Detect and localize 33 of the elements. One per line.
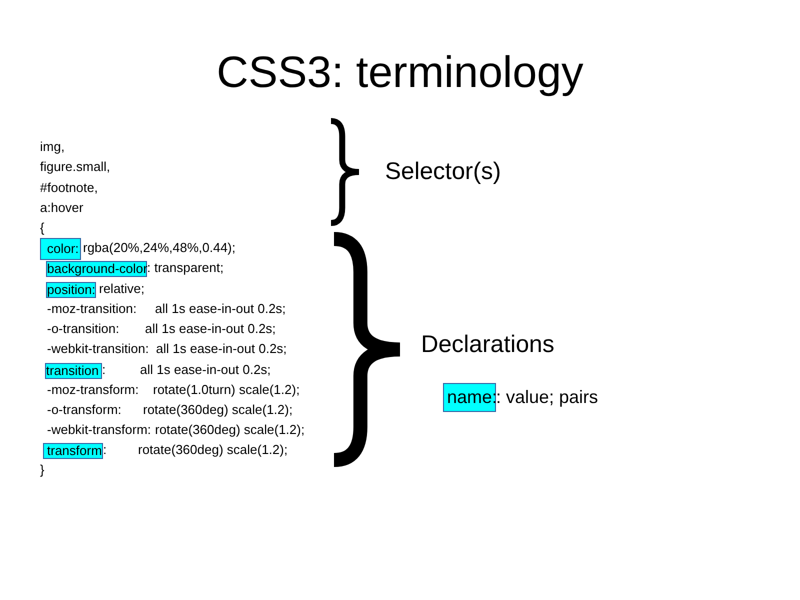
slide-title: CSS3: terminology — [216, 47, 584, 99]
code-line: all 1s ease-in-out 0.2s; — [140, 361, 271, 379]
code-line: a:hover — [40, 199, 84, 217]
highlighted-property: transition — [45, 363, 102, 379]
code-line: : — [103, 441, 107, 459]
highlighted-property: color: — [40, 238, 81, 260]
code-line: figure.small, — [40, 158, 110, 176]
highlighted-property: position: — [46, 282, 96, 298]
highlighted-property: transform — [43, 443, 103, 459]
code-line: -o-transform: — [47, 401, 122, 419]
code-line: -webkit-transition: — [47, 340, 149, 358]
code-line: all 1s ease-in-out 0.2s; — [156, 340, 287, 358]
code-line: rotate(360deg) scale(1.2); — [155, 421, 305, 439]
code-line: #footnote, — [40, 179, 98, 197]
code-line: } — [40, 461, 44, 479]
code-line: all 1s ease-in-out 0.2s; — [155, 300, 286, 318]
term-label: Selector(s) — [385, 157, 502, 187]
code-line: relative; — [99, 280, 145, 298]
code-line: -webkit-transform: — [47, 421, 152, 439]
code-line: img, — [40, 138, 65, 156]
code-line: rotate(360deg) scale(1.2); — [138, 441, 288, 459]
code-line: { — [40, 219, 44, 237]
code-line: -moz-transition: — [47, 300, 137, 318]
code-line: rotate(360deg) scale(1.2); — [143, 401, 293, 419]
term-label: Declarations — [421, 330, 554, 360]
legend-text: : value; pairs — [496, 386, 598, 409]
code-line: all 1s ease-in-out 0.2s; — [145, 320, 276, 338]
code-line: -o-transition: — [47, 320, 120, 338]
code-line: rotate(1.0turn) scale(1.2); — [153, 381, 300, 399]
code-line: : transparent; — [147, 259, 224, 275]
code-line: -moz-transform: — [47, 381, 139, 399]
code-line: : — [102, 361, 106, 379]
code-line: rgba(20%,24%,48%,0.44); — [83, 239, 236, 257]
